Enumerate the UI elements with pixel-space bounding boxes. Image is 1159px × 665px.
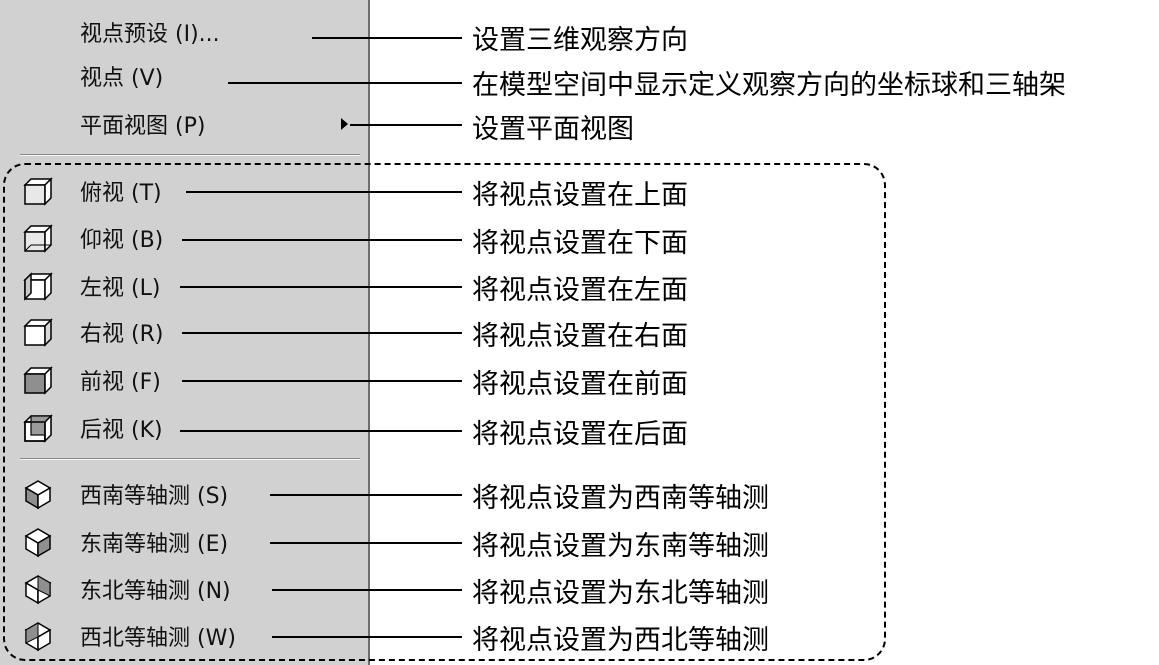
menu-item-front-view[interactable]: 前视 (F) [0,360,366,400]
callout-text: 将视点设置为西北等轴测 [472,625,769,656]
menu-item-label: 视点预设 (I)... [80,22,220,47]
menu-item-label: 前视 (F) [80,370,161,395]
leader-line [186,191,462,193]
view-left-icon [23,272,53,301]
nw-isometric-icon [24,622,52,652]
view-front-icon [23,366,53,395]
callout-text: 设置三维观察方向 [472,25,688,56]
callout-text: 在模型空间中显示定义观察方向的坐标球和三轴架 [472,70,1066,101]
leader-line [272,636,462,638]
menu-item-viewpoint[interactable]: 视点 (V) [0,56,366,96]
menu-item-plan-view[interactable]: 平面视图 (P) [0,104,366,144]
menu-item-nw-isometric[interactable]: 西北等轴测 (W) [0,616,366,656]
callout-text: 将视点设置为西南等轴测 [472,483,769,514]
menu-item-label: 后视 (K) [80,418,163,443]
menu-item-label: 右视 (R) [80,322,164,347]
menu-item-ne-isometric[interactable]: 东北等轴测 (N) [0,569,366,609]
callout-text: 设置平面视图 [472,114,634,145]
menu-item-label: 西北等轴测 (W) [80,626,236,651]
leader-line [180,286,462,288]
menu-item-label: 东北等轴测 (N) [80,579,231,604]
callout-text: 将视点设置在上面 [472,180,688,211]
menu-separator [20,458,360,460]
menu-item-label: 视点 (V) [80,66,164,91]
callout-text: 将视点设置为东北等轴测 [472,578,769,609]
menu-item-label: 西南等轴测 (S) [80,484,229,509]
leader-line [270,542,462,544]
leader-line [182,239,462,241]
view-right-icon [23,318,53,347]
menu-item-right-view[interactable]: 右视 (R) [0,312,366,352]
menu-item-top-view[interactable]: 俯视 (T) [0,171,366,211]
callout-text: 将视点设置在右面 [472,321,688,352]
menu-item-label: 俯视 (T) [80,181,162,206]
ne-isometric-icon [24,575,52,605]
menu-item-sw-isometric[interactable]: 西南等轴测 (S) [0,474,366,514]
menu-item-label: 平面视图 (P) [80,114,206,139]
menu-item-label: 左视 (L) [80,276,161,301]
leader-line [312,37,462,39]
menu-item-label: 仰视 (B) [80,228,164,253]
view-back-icon [23,414,53,443]
menu-item-se-isometric[interactable]: 东南等轴测 (E) [0,522,366,562]
leader-line [350,124,462,126]
menu-item-viewpoint-presets[interactable]: 视点预设 (I)... [0,12,366,52]
leader-line [182,332,462,334]
menu-item-bottom-view[interactable]: 仰视 (B) [0,218,366,258]
sw-isometric-icon [24,480,52,510]
callout-text: 将视点设置在左面 [472,275,688,306]
se-isometric-icon [24,528,52,558]
menu-item-label: 东南等轴测 (E) [80,532,229,557]
leader-line [182,380,462,382]
menu-separator [20,154,360,156]
view-bottom-icon [23,224,53,253]
menu-item-left-view[interactable]: 左视 (L) [0,266,366,306]
leader-line [228,82,462,84]
leader-line [180,430,462,432]
menu-item-back-view[interactable]: 后视 (K) [0,408,366,448]
callout-text: 将视点设置在前面 [472,369,688,400]
submenu-arrow-icon [341,118,348,130]
leader-line [272,589,462,591]
callout-text: 将视点设置在下面 [472,228,688,259]
callout-text: 将视点设置在后面 [472,419,688,450]
view-top-icon [23,177,53,206]
leader-line [270,494,462,496]
view-group-frame [3,163,886,661]
callout-text: 将视点设置为东南等轴测 [472,531,769,562]
